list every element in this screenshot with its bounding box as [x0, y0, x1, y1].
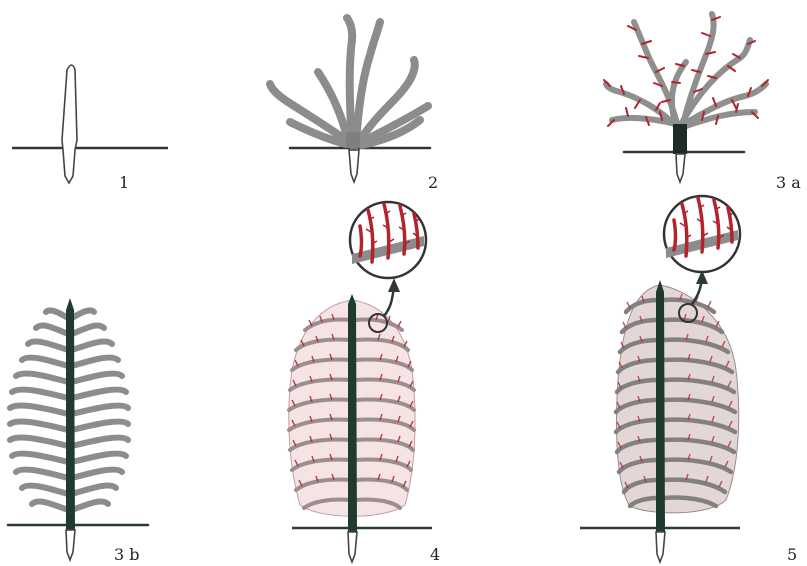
stage-4-drawing [289, 202, 432, 562]
stage-label-5: 5 [787, 547, 797, 563]
stage-label-1: 1 [119, 175, 129, 191]
stage-5-drawing [580, 196, 740, 562]
stage-3b-drawing [8, 298, 148, 560]
stage-4-zoom-inset [350, 202, 426, 278]
stage-2-drawing [270, 18, 430, 182]
stage-label-4: 4 [430, 547, 440, 563]
stage-label-3a: 3 a [776, 175, 801, 191]
stage-3a-drawing [604, 14, 768, 182]
stage-5-zoom-inset [664, 196, 740, 272]
stage-1-drawing [12, 65, 168, 183]
stage-label-2: 2 [428, 175, 438, 191]
stage-label-3b: 3 b [114, 547, 140, 563]
